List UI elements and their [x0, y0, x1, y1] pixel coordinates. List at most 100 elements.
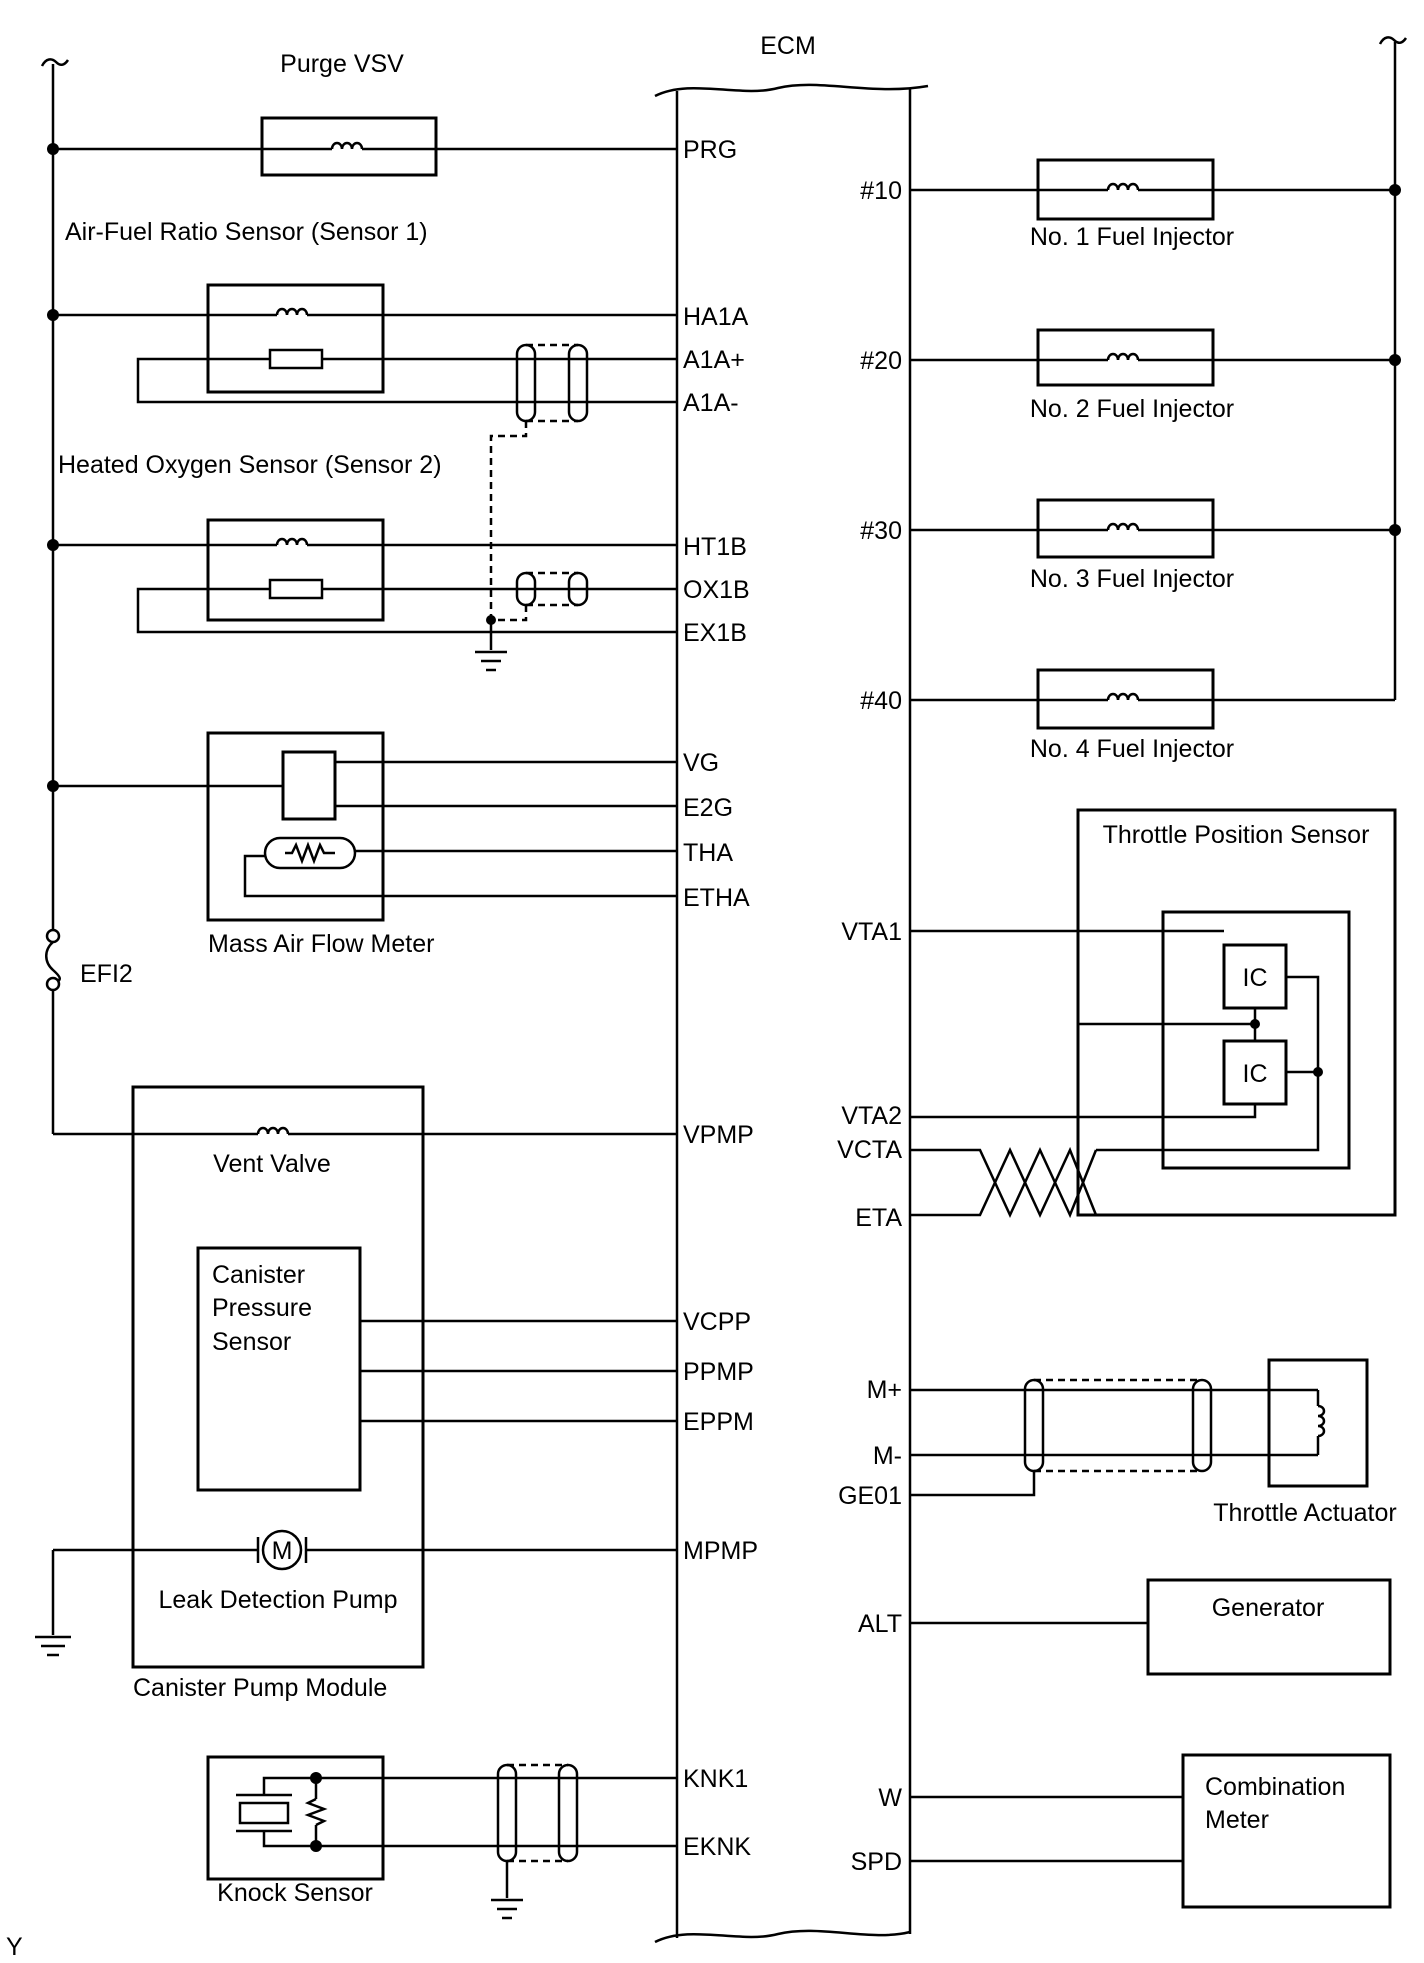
pin-m-plus: M+ [867, 1376, 902, 1404]
pin-20: #20 [860, 347, 902, 375]
shield-icon [1191, 1378, 1213, 1473]
twisted-pair-icon [910, 1146, 1098, 1219]
coil-icon [275, 537, 309, 546]
fuse-label: EFI2 [80, 960, 133, 988]
pin-ha1a: HA1A [683, 303, 749, 331]
injector-2-label: No. 2 Fuel Injector [1030, 395, 1234, 423]
injector-2: No. 2 Fuel Injector [910, 328, 1395, 423]
shield-icon [567, 343, 589, 423]
pin-ex1b: EX1B [683, 619, 747, 647]
shield-icon [1023, 1378, 1045, 1473]
maf-label: Mass Air Flow Meter [208, 930, 434, 958]
throttle-actuator-label: Throttle Actuator [1213, 1499, 1396, 1527]
pin-ge01: GE01 [838, 1482, 902, 1510]
coil-icon [256, 1126, 290, 1135]
pin-vta2: VTA2 [841, 1102, 902, 1130]
ground-icon [35, 1635, 71, 1657]
pin-tha: THA [683, 839, 733, 867]
generator-label: Generator [1212, 1594, 1325, 1622]
pin-10: #10 [860, 177, 902, 205]
coil-icon [1317, 1404, 1326, 1438]
ho2-sensor-label: Heated Oxygen Sensor (Sensor 2) [58, 451, 442, 479]
tps-label: Throttle Position Sensor [1103, 821, 1370, 849]
injector-3: No. 3 Fuel Injector [910, 498, 1395, 593]
fuse-terminal-top [45, 928, 61, 944]
pin-spd: SPD [851, 1848, 902, 1876]
pin-vcpp: VCPP [683, 1308, 751, 1336]
thermistor-icon [263, 836, 357, 870]
piezo-element-icon [238, 1801, 290, 1825]
sensor-element-icon [268, 578, 324, 600]
fuse-terminal-bottom [45, 976, 61, 992]
pin-alt: ALT [858, 1610, 902, 1638]
ic-2-label: IC [1243, 1060, 1268, 1088]
injector-1: No. 1 Fuel Injector [910, 158, 1395, 251]
pin-vpmp: VPMP [683, 1121, 754, 1149]
leak-detection-pump-label: Leak Detection Pump [158, 1586, 397, 1614]
coil-icon [1106, 522, 1140, 531]
pin-a1a-plus: A1A+ [683, 346, 745, 374]
coil-icon [275, 307, 309, 316]
ground-icon [491, 1898, 523, 1920]
injector-4: No. 4 Fuel Injector [910, 668, 1395, 763]
coil-icon [1106, 352, 1140, 361]
pin-m-minus: M- [873, 1442, 902, 1470]
pin-ht1b: HT1B [683, 533, 747, 561]
ecm-box: ECM [654, 32, 929, 1944]
motor-icon: M [256, 1529, 308, 1571]
pin-vta1: VTA1 [841, 918, 902, 946]
pin-e2g: E2G [683, 794, 733, 822]
maf-sensing-element [281, 750, 337, 821]
ecm-title: ECM [760, 32, 816, 60]
ecm-right-pins: #10 #20 #30 #40 VTA1 VTA2 VCTA ETA M+ M-… [837, 177, 902, 1876]
combination-meter-line1: Combination [1205, 1773, 1345, 1801]
coil-icon [330, 141, 364, 150]
throttle-position-sensor: Throttle Position Sensor IC IC [910, 808, 1397, 1219]
ic-1-label: IC [1243, 964, 1268, 992]
heater-element-icon [268, 348, 324, 370]
pin-40: #40 [860, 687, 902, 715]
canister-pump-module: Vent Valve Canister Pressure Sensor M Le… [35, 1085, 677, 1702]
pin-eppm: EPPM [683, 1408, 754, 1436]
vent-valve-label: Vent Valve [213, 1150, 331, 1178]
purge-vsv-label: Purge VSV [280, 50, 404, 78]
af-ratio-sensor: Air-Fuel Ratio Sensor (Sensor 1) [53, 218, 677, 423]
pin-w: W [878, 1784, 902, 1812]
motor-symbol: M [272, 1537, 293, 1565]
canister-pump-module-label: Canister Pump Module [133, 1674, 387, 1702]
canister-pressure-sensor-line3: Sensor [212, 1328, 291, 1356]
knock-sensor: Knock Sensor [206, 1755, 677, 1920]
pin-vg: VG [683, 749, 719, 777]
generator: Generator [910, 1578, 1392, 1676]
combination-meter-line2: Meter [1205, 1806, 1269, 1834]
pin-ppmp: PPMP [683, 1358, 754, 1386]
pin-a1a-minus: A1A- [683, 389, 739, 417]
heated-oxygen-sensor: Heated Oxygen Sensor (Sensor 2) [53, 451, 677, 672]
pin-eknk: EKNK [683, 1833, 751, 1861]
purge-vsv: Purge VSV [53, 50, 677, 177]
coil-icon [1106, 692, 1140, 701]
pin-mpmp: MPMP [683, 1537, 758, 1565]
corner-mark: Y [6, 1933, 23, 1961]
pin-vcta: VCTA [837, 1136, 902, 1164]
fuel-injectors: No. 1 Fuel Injector No. 2 Fuel Injector … [910, 158, 1395, 763]
coil-icon [1106, 182, 1140, 191]
injector-4-label: No. 4 Fuel Injector [1030, 735, 1234, 763]
mass-air-flow-meter: Mass Air Flow Meter [53, 731, 677, 958]
pin-30: #30 [860, 517, 902, 545]
knock-sensor-label: Knock Sensor [217, 1879, 373, 1907]
right-power-bus [1378, 36, 1408, 700]
pin-etha: ETHA [683, 884, 750, 912]
canister-pressure-sensor-line1: Canister [212, 1261, 305, 1289]
injector-3-label: No. 3 Fuel Injector [1030, 565, 1234, 593]
throttle-actuator: Throttle Actuator [910, 1358, 1397, 1527]
injector-1-label: No. 1 Fuel Injector [1030, 223, 1234, 251]
combination-meter: Combination Meter [910, 1753, 1392, 1909]
canister-pressure-sensor-line2: Pressure [212, 1294, 312, 1322]
pin-knk1: KNK1 [683, 1765, 748, 1793]
ecm-left-pins: PRG HA1A A1A+ A1A- HT1B OX1B EX1B VG E2G… [683, 136, 758, 1861]
resistor-icon [304, 1797, 328, 1827]
pin-prg: PRG [683, 136, 737, 164]
shield-icon [515, 343, 537, 423]
